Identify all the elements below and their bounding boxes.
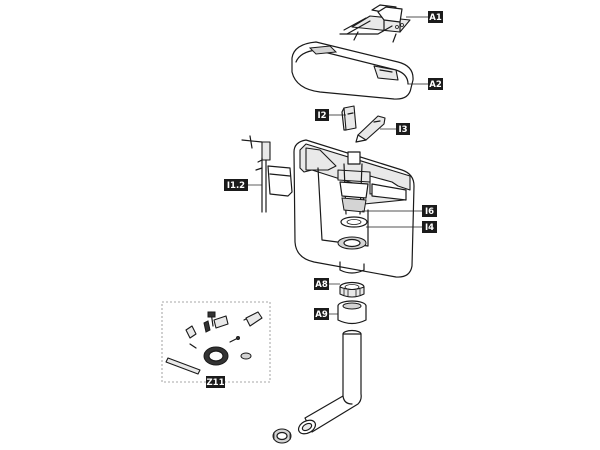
svg-text:A2: A2 bbox=[429, 80, 442, 90]
label-a1: A1 bbox=[428, 11, 443, 23]
label-i6: I6 bbox=[422, 205, 437, 217]
part-i3-lever bbox=[355, 115, 386, 143]
label-z11: Z11 bbox=[206, 376, 225, 388]
part-a2-cistern-lid bbox=[291, 41, 414, 100]
svg-text:A1: A1 bbox=[429, 13, 442, 23]
svg-text:I4: I4 bbox=[425, 223, 434, 233]
svg-text:I6: I6 bbox=[425, 207, 434, 217]
part-i2-clip bbox=[341, 105, 357, 131]
label-i4: I4 bbox=[422, 221, 437, 233]
part-a8-nut bbox=[339, 281, 365, 298]
part-z11-accessory-kit bbox=[161, 301, 271, 383]
leader-lines bbox=[248, 16, 428, 315]
svg-text:A9: A9 bbox=[315, 310, 328, 320]
svg-text:I1.2: I1.2 bbox=[227, 181, 245, 191]
label-i3: I3 bbox=[396, 123, 410, 135]
svg-text:A8: A8 bbox=[315, 280, 328, 290]
label-i12: I1.2 bbox=[224, 179, 248, 191]
svg-text:I2: I2 bbox=[317, 111, 326, 121]
label-a9: A9 bbox=[314, 308, 329, 320]
label-i2: I2 bbox=[315, 109, 329, 121]
part-i6-flush-valve bbox=[337, 151, 371, 215]
part-i4-seal bbox=[340, 216, 368, 228]
part-a1-actuator-bracket bbox=[339, 4, 411, 43]
label-a2: A2 bbox=[428, 78, 443, 90]
svg-text:I3: I3 bbox=[398, 125, 407, 135]
part-a9-gasket bbox=[337, 300, 367, 325]
svg-text:Z11: Z11 bbox=[207, 378, 225, 388]
part-flush-pipe bbox=[272, 329, 362, 444]
part-i12-fill-valve bbox=[241, 135, 293, 213]
label-a8: A8 bbox=[314, 278, 329, 290]
